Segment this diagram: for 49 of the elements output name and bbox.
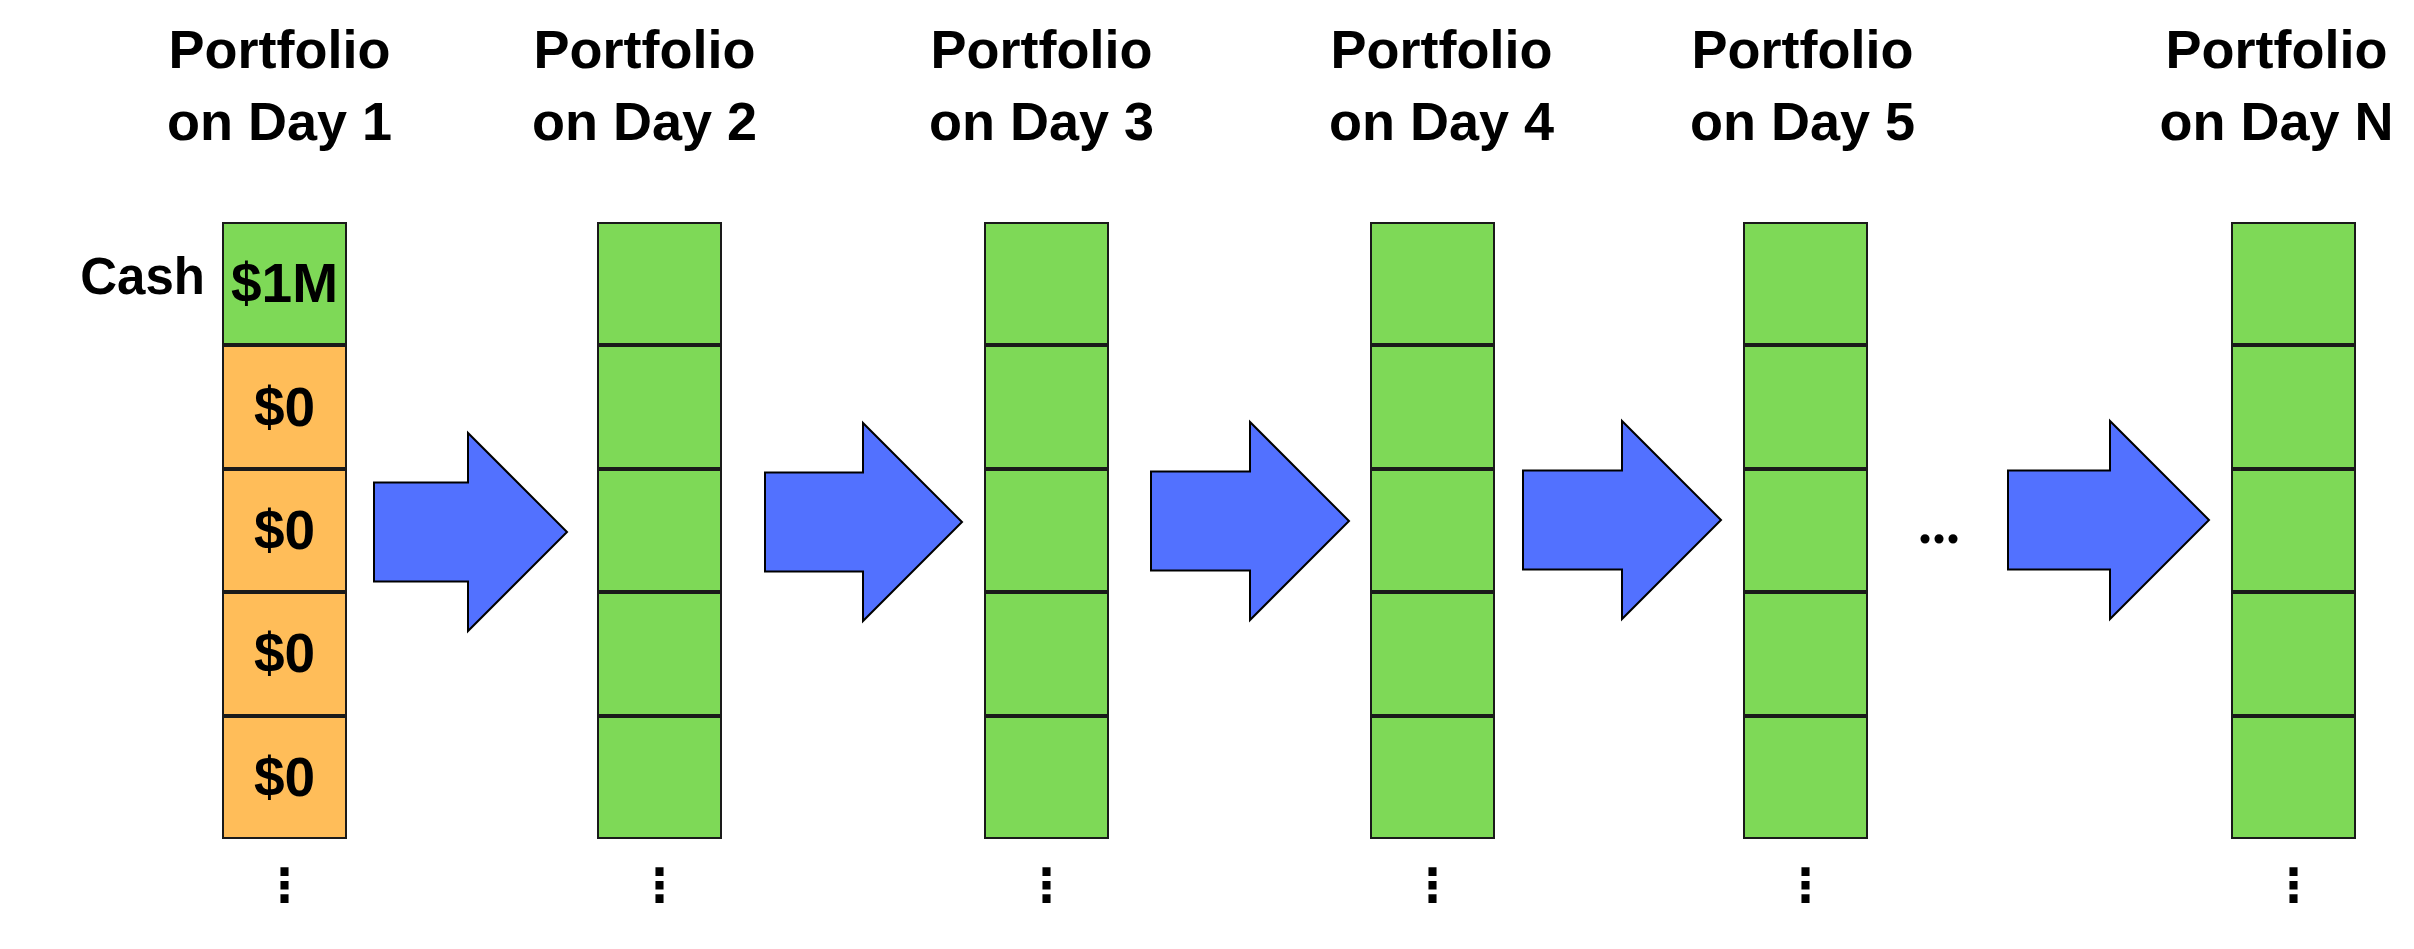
holding-cell [984, 592, 1109, 716]
block-arrow [1522, 418, 1723, 622]
holding-cell: $0 [222, 592, 347, 716]
holding-cell [597, 468, 722, 593]
holding-cell [2231, 345, 2356, 469]
column-heading: Portfolio on Day 4 [1327, 18, 1556, 153]
holding-cell: $0 [222, 468, 347, 593]
holding-cell [1743, 592, 1868, 716]
ellipsis: ... [1918, 496, 1960, 552]
holding-cell [1743, 468, 1868, 593]
block-arrow [764, 420, 964, 624]
holding-cell [984, 345, 1109, 469]
holding-cell [1370, 468, 1495, 593]
vertical-ellipsis: ⋮ [261, 862, 308, 908]
holding-cell [984, 222, 1109, 346]
holding-cell [2231, 222, 2356, 346]
column-heading: Portfolio on Day 3 [927, 18, 1156, 153]
holding-cell [2231, 715, 2356, 839]
holding-cell: $0 [222, 715, 347, 839]
holding-cell [597, 345, 722, 469]
vertical-ellipsis: ⋮ [636, 862, 683, 908]
holding-cell [2231, 468, 2356, 593]
holding-cell [1370, 222, 1495, 346]
holding-cell: $1M [222, 222, 347, 346]
vertical-ellipsis: ⋮ [1023, 862, 1070, 908]
holding-cell [984, 468, 1109, 593]
column-heading: Portfolio on Day 5 [1688, 18, 1917, 153]
block-arrow [373, 430, 569, 634]
holding-cell [1370, 345, 1495, 469]
holding-cell [1743, 345, 1868, 469]
block-arrow [1150, 419, 1351, 623]
holding-cell [984, 715, 1109, 839]
vertical-ellipsis: ⋮ [1409, 862, 1456, 908]
vertical-ellipsis: ⋮ [1782, 862, 1829, 908]
holding-cell [597, 715, 722, 839]
block-arrow [2007, 418, 2211, 622]
holding-cell [2231, 592, 2356, 716]
holding-cell [1370, 715, 1495, 839]
column-heading: Portfolio on Day 1 [165, 18, 394, 153]
holding-cell [597, 222, 722, 346]
column-heading: Portfolio on Day 2 [530, 18, 759, 153]
row-label: Cash [80, 249, 205, 306]
holding-cell [1370, 592, 1495, 716]
holding-cell: $0 [222, 345, 347, 469]
holding-cell [597, 592, 722, 716]
holding-cell [1743, 222, 1868, 346]
vertical-ellipsis: ⋮ [2270, 862, 2317, 908]
column-heading: Portfolio on Day N [2158, 18, 2395, 153]
holding-cell [1743, 715, 1868, 839]
